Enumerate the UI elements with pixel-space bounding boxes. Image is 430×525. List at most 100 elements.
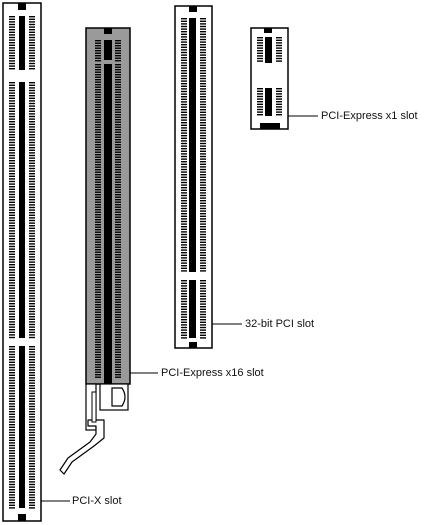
pcie-x1-slot bbox=[250, 27, 289, 130]
x16-pin bbox=[95, 276, 101, 278]
x1-pin bbox=[276, 60, 282, 62]
x16-pin bbox=[95, 84, 101, 86]
pci32-pin bbox=[200, 109, 206, 111]
pci32-pin bbox=[200, 161, 206, 163]
x16-pin bbox=[95, 204, 101, 206]
pci32-pin bbox=[200, 207, 206, 210]
x16-pin bbox=[95, 149, 101, 151]
pcix-pin bbox=[29, 206, 35, 209]
pci32-pin bbox=[200, 303, 206, 305]
x1-pin bbox=[276, 90, 282, 92]
pcix-pin bbox=[29, 460, 35, 462]
pci32-pin bbox=[200, 158, 206, 160]
pcix-pin bbox=[29, 121, 35, 123]
pci32-pin bbox=[200, 280, 206, 282]
x16-pin bbox=[115, 52, 121, 54]
pci32-pin bbox=[200, 174, 206, 176]
x16-pin bbox=[115, 251, 121, 253]
x16-pin bbox=[95, 254, 101, 256]
pcix-pin bbox=[29, 44, 35, 46]
pcix-pin bbox=[29, 369, 35, 371]
x16-pin bbox=[95, 196, 101, 198]
pcix-pin bbox=[29, 424, 35, 426]
pci32-pin bbox=[200, 290, 206, 292]
x16-pin bbox=[115, 254, 121, 256]
pcix-pin bbox=[29, 442, 35, 444]
pcix-pin bbox=[9, 52, 15, 54]
pcix-pin bbox=[9, 118, 15, 120]
pci32-pin bbox=[200, 116, 206, 119]
x16-pin bbox=[95, 326, 101, 328]
pcix-pin bbox=[29, 470, 35, 473]
x16-pin bbox=[95, 121, 101, 123]
x16-pin bbox=[95, 96, 101, 98]
x16-pin bbox=[95, 209, 101, 211]
x16-pin bbox=[95, 279, 101, 281]
pcix-pin bbox=[9, 444, 15, 447]
x1-pin bbox=[276, 42, 282, 44]
x16-pin bbox=[115, 191, 121, 193]
x16-pin bbox=[95, 66, 101, 68]
x16-pin bbox=[115, 316, 121, 318]
pci32-pin bbox=[181, 54, 187, 56]
pcix-pin bbox=[9, 55, 15, 57]
pci32-pin bbox=[200, 101, 206, 103]
pcix-pin bbox=[9, 97, 15, 99]
pcix-pin bbox=[29, 261, 35, 263]
pci32-pin bbox=[200, 98, 206, 100]
pci-32bit-slot bbox=[174, 5, 213, 349]
pci32-pin bbox=[181, 246, 187, 249]
x16-pin bbox=[95, 64, 101, 66]
x16-pin bbox=[115, 194, 121, 196]
pcix-pin bbox=[29, 82, 35, 84]
x16-pin bbox=[95, 324, 101, 326]
x16-pin bbox=[95, 79, 101, 81]
x16-pin bbox=[95, 339, 101, 341]
pcix-pin bbox=[9, 308, 15, 310]
x16-pin bbox=[115, 361, 121, 363]
pci32-pin bbox=[200, 54, 206, 56]
pcix-pin bbox=[29, 136, 35, 138]
x16-pin bbox=[95, 151, 101, 153]
pci32-pin bbox=[200, 142, 206, 145]
pcie-x16-slot bbox=[59, 27, 131, 475]
x16-pin bbox=[115, 196, 121, 198]
pcix-pin bbox=[9, 269, 15, 271]
pci32-pin bbox=[181, 194, 187, 197]
pci32-pin bbox=[181, 210, 187, 212]
x16-pin bbox=[115, 284, 121, 286]
pcix-pin bbox=[9, 131, 15, 133]
pcix-pin bbox=[9, 157, 15, 159]
x16-pin bbox=[115, 339, 121, 341]
pcix-pin bbox=[9, 167, 15, 170]
pci32-pin bbox=[181, 28, 187, 30]
pci32-pin bbox=[181, 161, 187, 163]
pci32-pin bbox=[181, 319, 187, 321]
pcix-pin bbox=[29, 392, 35, 395]
pci32-pin bbox=[200, 62, 206, 64]
x16-pin bbox=[115, 329, 121, 331]
x16-pin bbox=[95, 284, 101, 286]
x16-pin bbox=[115, 204, 121, 206]
pcix-pin bbox=[29, 170, 35, 172]
pci32-pin bbox=[181, 220, 187, 223]
x16-pin bbox=[115, 259, 121, 261]
pci32-pin bbox=[200, 313, 206, 316]
pcix-pin bbox=[9, 323, 15, 326]
pcix-pin bbox=[9, 408, 15, 410]
x16-pin bbox=[95, 52, 101, 54]
pci32-pin bbox=[200, 148, 206, 150]
x1-pin bbox=[276, 101, 282, 103]
x16-pin bbox=[115, 64, 121, 66]
pcix-pin bbox=[29, 305, 35, 307]
pci32-pin bbox=[181, 205, 187, 207]
pcix-pin bbox=[9, 395, 15, 397]
pci32-pin bbox=[181, 184, 187, 186]
pcix-pin bbox=[9, 313, 15, 315]
x16-pin bbox=[115, 224, 121, 226]
x16-pin bbox=[115, 359, 121, 361]
x16-pin bbox=[115, 256, 121, 258]
x16-pin bbox=[115, 206, 121, 208]
pcix-pin bbox=[29, 287, 35, 289]
pcix-pin bbox=[9, 476, 15, 478]
